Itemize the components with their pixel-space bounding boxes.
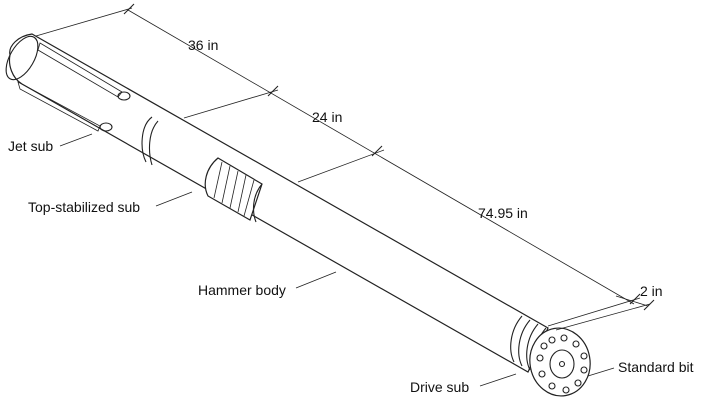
callout-top-stabilized-sub: Top-stabilized sub (28, 199, 140, 215)
ext-line-2 (555, 303, 651, 331)
callout-drive-sub: Drive sub (410, 379, 469, 395)
joint-top-stab-hammer (252, 183, 263, 223)
stabilizer-fin-2 (221, 165, 231, 204)
bit-button-6 (574, 379, 582, 387)
bit-button-4 (580, 352, 588, 360)
callout-hammer-body: Hammer body (198, 282, 286, 298)
joint-jet-top-stab (141, 116, 153, 163)
joint-jet-top-stab-2 (148, 120, 159, 166)
ext-line-start (35, 7, 133, 37)
tick-start (123, 3, 135, 15)
tool-assembly (5, 33, 591, 397)
leader-hammer-body (295, 271, 337, 289)
tick-24 (371, 145, 383, 157)
tick-7495 (629, 293, 641, 305)
drive-sub-ring-3 (526, 323, 539, 371)
leader-top-stabilized-sub (155, 191, 193, 207)
stabilizer-fin-5 (243, 179, 255, 217)
jet-sub-slot-lower (17, 81, 101, 132)
dim-main-line (127, 9, 635, 305)
jet-sub-end-cap (5, 35, 39, 81)
ext-line-24 (297, 149, 385, 183)
jet-nozzle-lower (99, 122, 113, 132)
callout-standard-bit: Standard bit (618, 359, 694, 375)
stabilizer-fin-3 (229, 170, 239, 209)
drive-sub-ring-2 (518, 319, 531, 367)
tick-36 (267, 85, 279, 97)
callout-jet-sub: Jet sub (8, 138, 53, 154)
bit-button-1 (548, 336, 556, 344)
dim-label-36: 36 in (188, 37, 218, 53)
bit-button-12 (558, 360, 566, 368)
callout-leaders (59, 133, 615, 387)
dimension-lines (35, 3, 655, 331)
leader-drive-sub (479, 373, 517, 387)
bit-button-5 (580, 366, 588, 374)
jet-nozzle-upper (117, 91, 131, 101)
bit-button-9 (538, 370, 546, 378)
drive-sub-ring-1 (510, 315, 523, 363)
bit-button-8 (548, 382, 556, 390)
tick-2 (643, 299, 655, 311)
ext-line-36 (183, 89, 279, 119)
leader-jet-sub (59, 133, 93, 147)
dim-label-7495: 74.95 in (478, 205, 528, 221)
bit-button-2 (560, 334, 568, 342)
bit-button-11 (540, 342, 548, 350)
bit-button-7 (562, 386, 570, 394)
ext-line-7495 (547, 297, 641, 327)
bit-button-10 (536, 354, 544, 362)
bit-center (549, 349, 575, 379)
leader-standard-bit (587, 367, 615, 377)
stabilizer-fin-1 (213, 161, 223, 199)
stabilizer-fin-4 (237, 174, 247, 213)
dim-2-leader (615, 295, 649, 307)
dim-label-2: 2 in (640, 283, 663, 299)
bit-button-3 (572, 340, 580, 348)
dim-label-24: 24 in (312, 109, 342, 125)
